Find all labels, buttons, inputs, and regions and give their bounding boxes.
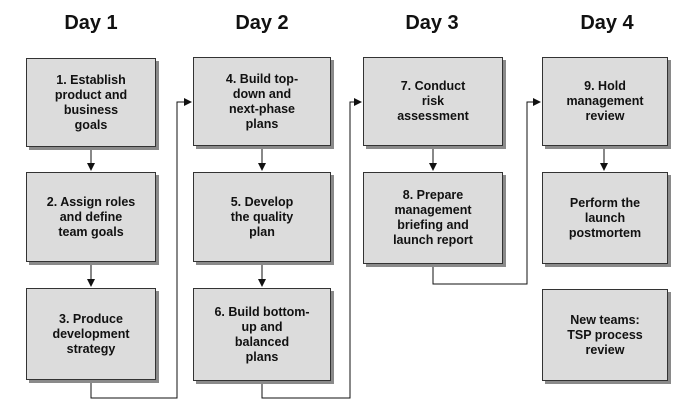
step-7-box: 7. Conduct risk assessment: [363, 57, 503, 146]
step-9-label: 9. Hold management review: [566, 79, 644, 123]
new-teams-box: New teams: TSP process review: [542, 289, 668, 381]
step-6-label: 6. Build bottom- up and balanced plans: [214, 304, 310, 364]
step-2-label: 2. Assign roles and define team goals: [46, 194, 136, 239]
step-8-box: 8. Prepare management briefing and launc…: [363, 172, 503, 264]
step-3-label: 3. Produce development strategy: [52, 311, 130, 356]
day-2-header: Day 2: [235, 12, 289, 34]
step-4-label: 4. Build top- down and next-phase plans: [225, 71, 299, 131]
arrow-step8-to-step9: [432, 98, 541, 285]
step-1-label: 1. Establish product and business goals: [54, 72, 128, 132]
day-4-header: Day 4: [580, 12, 634, 34]
step-9-box: 9. Hold management review: [542, 57, 668, 146]
postmortem-box: Perform the launch postmortem: [542, 172, 668, 264]
step-3-box: 3. Produce development strategy: [26, 288, 156, 380]
step-7-label: 7. Conduct risk assessment: [397, 79, 469, 123]
step-6-box: 6. Build bottom- up and balanced plans: [193, 288, 331, 381]
arrow-step3-to-step4: [90, 98, 192, 399]
step-4-box: 4. Build top- down and next-phase plans: [193, 57, 331, 146]
arrow-step6-to-step7: [261, 98, 362, 399]
day-3-header: Day 3: [405, 12, 459, 34]
day-1-header: Day 1: [64, 12, 118, 34]
step-5-box: 5. Develop the quality plan: [193, 172, 331, 262]
step-2-box: 2. Assign roles and define team goals: [26, 172, 156, 262]
step-5-label: 5. Develop the quality plan: [230, 194, 294, 239]
step-8-label: 8. Prepare management briefing and launc…: [393, 188, 473, 247]
postmortem-label: Perform the launch postmortem: [568, 195, 642, 240]
step-1-box: 1. Establish product and business goals: [26, 58, 156, 147]
new-teams-label: New teams: TSP process review: [567, 312, 643, 357]
